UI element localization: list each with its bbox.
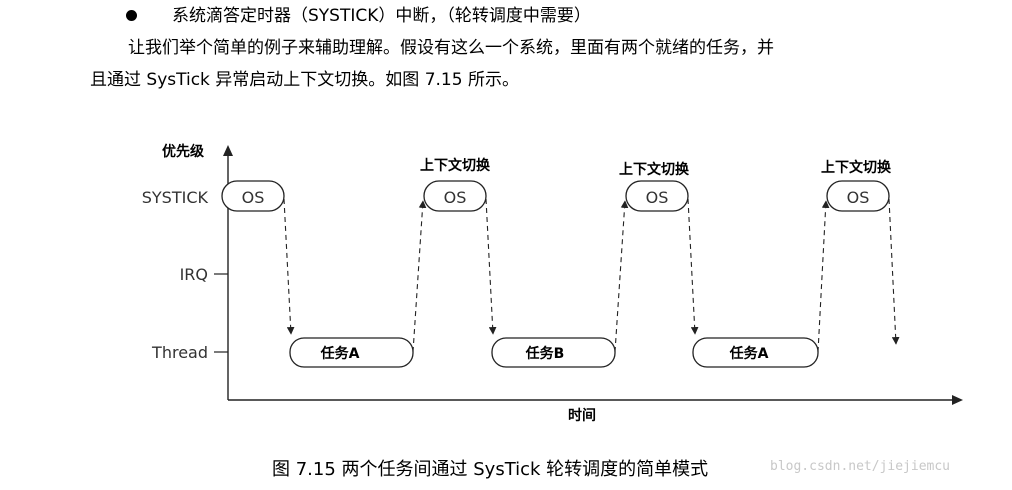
transition-up-3 [817, 200, 830, 353]
transition-down-2 [485, 198, 497, 335]
task-label: 任务A [320, 345, 360, 362]
watermark: blog.csdn.net/jiejiemcu [770, 459, 951, 474]
os-block-2: OS [423, 180, 487, 212]
task-label: 任务A [729, 345, 769, 362]
x-axis-arrow [952, 395, 963, 405]
os-block-3: OS [625, 180, 689, 212]
os-block-1: OS [221, 180, 285, 212]
y-axis-label: 优先级 [162, 143, 205, 160]
os-label: OS [847, 188, 870, 207]
os-block-4: OS [826, 180, 890, 212]
level-label-systick: SYSTICK [142, 188, 209, 207]
transition-down-4 [888, 198, 900, 345]
task-block-1: 任务A [289, 337, 414, 368]
scheduling-diagram: 优先级 时间 SYSTICK IRQ Thread OS OS OS OS 上下… [142, 143, 963, 424]
figure-caption: 图 7.15 两个任务间通过 SysTick 轮转调度的简单模式 [272, 459, 709, 480]
context-switch-label-2: 上下文切换 [619, 161, 690, 178]
os-label: OS [444, 188, 467, 207]
bullet-dot [126, 10, 137, 21]
paragraph-line-1: 让我们举个简单的例子来辅助理解。假设有这么一个系统，里面有两个就绪的任务，并 [128, 38, 774, 58]
y-axis-arrow [223, 145, 233, 156]
os-label: OS [646, 188, 669, 207]
transition-up-2 [614, 200, 629, 353]
transition-down-3 [687, 198, 699, 335]
context-switch-label-3: 上下文切换 [821, 159, 892, 176]
context-switch-label-1: 上下文切换 [420, 157, 491, 174]
paragraph-line-2: 且通过 SysTick 异常启动上下文切换。如图 7.15 所示。 [90, 70, 519, 90]
transition-down-1 [283, 198, 295, 335]
x-axis-label: 时间 [568, 407, 596, 424]
bullet-text: 系统滴答定时器（SYSTICK）中断，（轮转调度中需要） [172, 6, 591, 26]
level-label-thread: Thread [151, 343, 208, 362]
task-label: 任务B [525, 345, 565, 362]
transition-up-1 [412, 200, 427, 353]
task-block-2: 任务B [491, 337, 616, 368]
task-block-3: 任务A [692, 337, 819, 368]
level-label-irq: IRQ [180, 265, 208, 284]
os-label: OS [242, 188, 265, 207]
